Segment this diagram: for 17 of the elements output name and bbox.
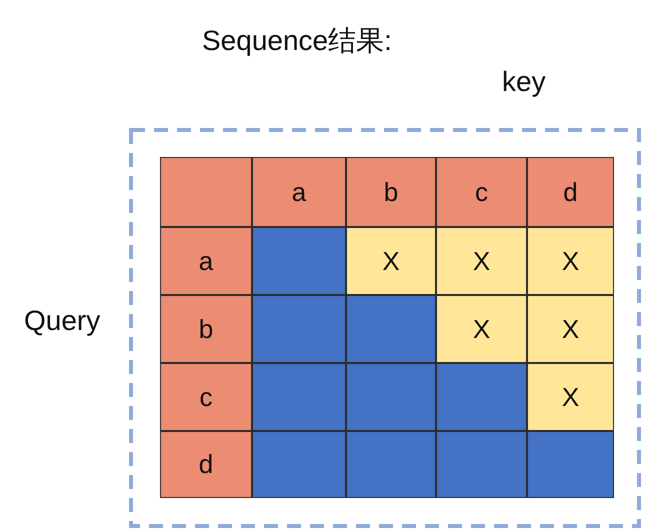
masked-cell: X	[527, 363, 614, 431]
masked-cell: X	[346, 227, 436, 295]
header-cell: b	[160, 295, 252, 363]
title: Sequence结果:	[202, 24, 392, 58]
header-cell: d	[160, 431, 252, 498]
header-cell: a	[160, 227, 252, 295]
masked-cell: X	[436, 227, 527, 295]
header-cell: b	[346, 157, 436, 227]
axis-label: Query	[24, 305, 100, 337]
header-cell: c	[160, 363, 252, 431]
masked-cell: X	[436, 295, 527, 363]
header-cell: c	[436, 157, 527, 227]
masked-cell: X	[527, 295, 614, 363]
masked-cell: X	[527, 227, 614, 295]
axis-label: key	[502, 66, 546, 98]
header-cell: d	[527, 157, 614, 227]
header-cell: a	[252, 157, 346, 227]
